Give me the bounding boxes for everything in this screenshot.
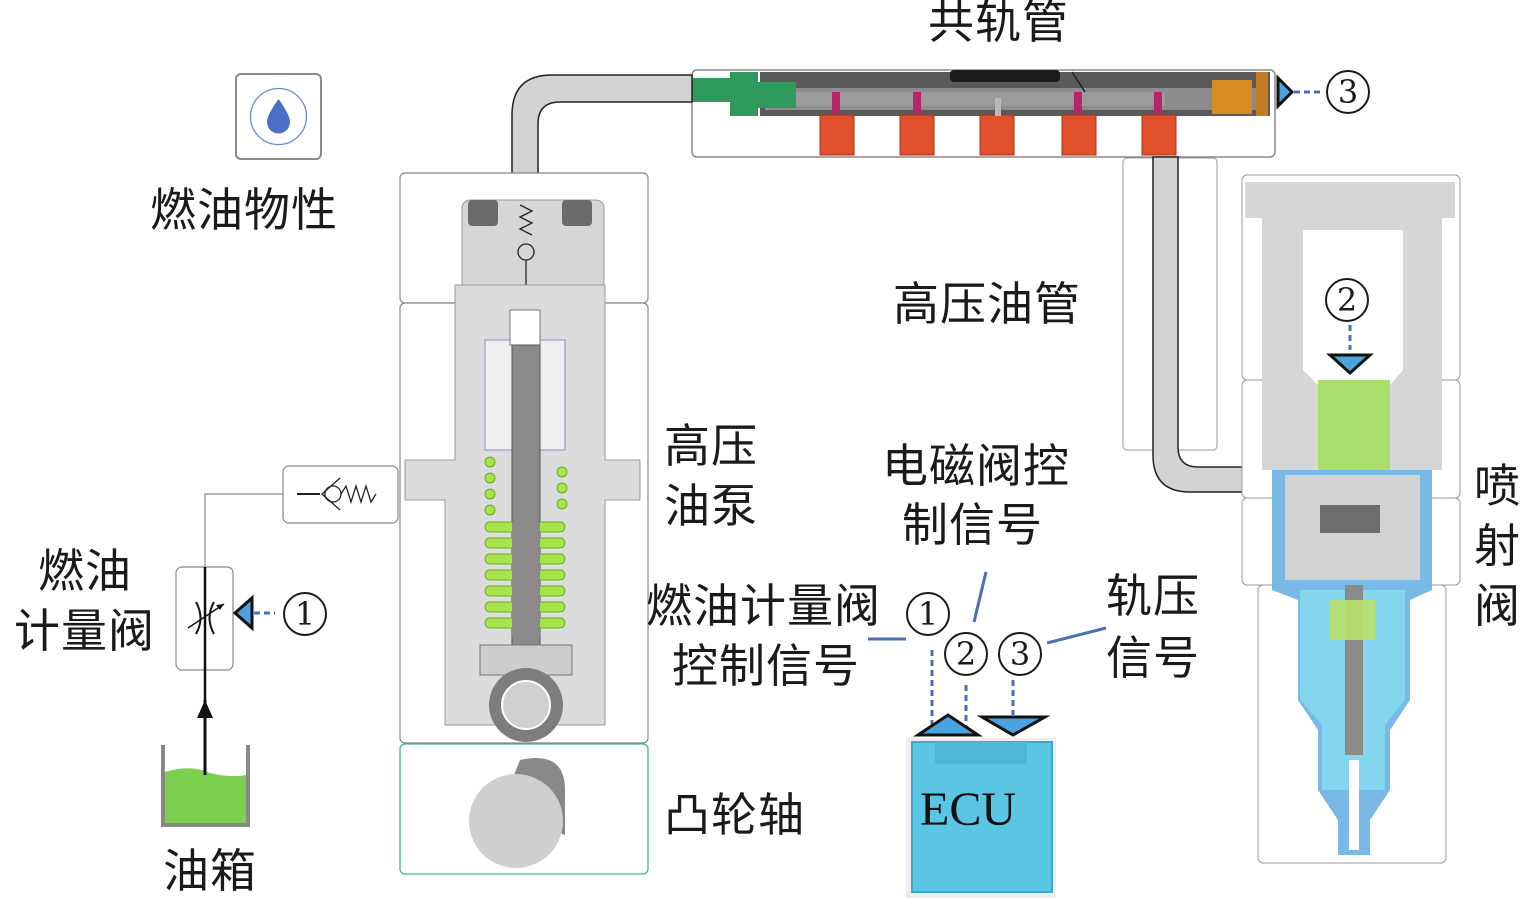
injector-label-line1: 喷	[1474, 459, 1521, 513]
metering-valve-label-line1: 燃油	[38, 544, 132, 598]
pump-to-rail-pipe	[511, 74, 693, 176]
metering-signal-label-line1: 燃油计量阀	[646, 579, 881, 633]
solenoid-signal-label-line1: 电磁阀控	[882, 439, 1070, 493]
pump-label-line1: 高压	[664, 419, 758, 473]
ecu-body	[906, 738, 1056, 898]
marker-1-ecu: 1	[906, 592, 950, 636]
camshaft-label: 凸轮轴	[664, 788, 805, 842]
fuel-drop-icon	[249, 87, 308, 146]
marker-2-injector: 2	[1325, 278, 1369, 322]
marker-3-rail-triangle	[1276, 74, 1295, 110]
high-pressure-pipe	[1122, 156, 1245, 493]
metering-valve-label-line2: 计量阀	[14, 604, 155, 658]
fuel-properties-label: 燃油物性	[150, 183, 338, 237]
check-valve	[204, 465, 399, 570]
marker-1-metering-valve: 1	[283, 592, 327, 636]
signal-lines	[254, 90, 1352, 730]
camshaft	[399, 743, 649, 875]
marker-triangles	[232, 74, 1374, 737]
ecu-in-triangle	[976, 715, 1051, 737]
marker-3-rail: 3	[1326, 70, 1370, 114]
common-rail-label: 共轨管	[928, 0, 1069, 49]
injector-label-line3: 阀	[1474, 579, 1521, 633]
fuel-tank-label: 油箱	[163, 844, 257, 898]
common-rail	[691, 69, 1276, 158]
marker-2-ecu: 2	[944, 632, 988, 676]
marker-1-triangle	[232, 594, 254, 632]
ecu-label: ECU	[920, 783, 1016, 836]
pump-label-line2: 油泵	[664, 479, 758, 533]
rail-pressure-label-line2: 信号	[1106, 631, 1200, 685]
rail-pressure-label-line1: 轨压	[1106, 569, 1200, 623]
marker-2-injector-triangle	[1326, 353, 1374, 376]
high-pressure-pipe-label: 高压油管	[893, 277, 1081, 331]
ecu-out-triangle	[913, 713, 983, 737]
metering-signal-label-line2: 控制信号	[672, 639, 860, 693]
fuel-tank	[161, 700, 250, 827]
injector-label-line2: 射	[1474, 519, 1521, 573]
high-pressure-pump	[399, 172, 649, 744]
fuel-properties-button[interactable]	[235, 73, 322, 160]
marker-3-ecu: 3	[998, 632, 1042, 676]
solenoid-signal-label-line2: 制信号	[902, 498, 1043, 552]
injector	[1241, 174, 1461, 864]
